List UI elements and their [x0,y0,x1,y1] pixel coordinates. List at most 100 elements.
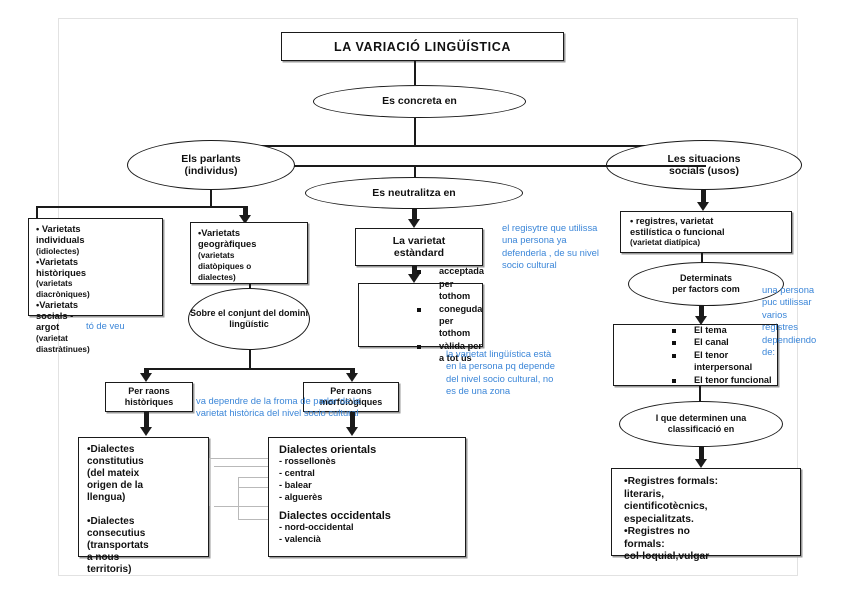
dialecte-oriental-item: - rossellonès [279,456,336,466]
connector-concreta-bus [414,118,416,146]
bridge-line-6 [238,519,281,520]
node-els-parlants: Els parlants (individus) [127,140,295,190]
connector-title-concreta [414,61,416,85]
dialecte-occidental-item: - valencià [279,533,321,544]
arrow-situacions-registres [697,202,709,211]
node-sobre-el-conjunt: Sobre el conjunt del domini lingüístic [188,288,310,350]
connector-situacions-registres-stem [701,190,706,204]
connector-parlants-split [36,206,245,208]
dialectes-geografics-content: Dialectes orientals - rossellonès - cent… [279,444,391,546]
connector-estandard-list-stem [412,266,417,276]
box-dialectes-tipus: •Dialectes constitutius (del mateix orig… [78,437,209,575]
dialecte-oriental-item: - alguerès [279,491,323,502]
arrow-dialectes-tipus [140,427,152,436]
note-dependre-forma: va dependre de la froma de parlar de la … [196,395,361,419]
connector-dialectes-tipus-stem [144,412,149,429]
arrow-dialectes-geo [346,427,358,436]
arrow-determinats-factors [695,316,707,325]
note-varietat-persona: la varietat lingüística està en la perso… [446,348,555,397]
situacions-line2: socials (usos) [668,165,740,177]
note-registre-persona: el regisytre que utilissa una persona ya… [502,222,599,271]
es-concreta-label: Es concreta en [382,95,457,108]
connector-classificacio-registres-stem [699,447,704,461]
node-es-neutralitza-en: Es neutralitza en [305,177,523,209]
node-es-concreta-en: Es concreta en [313,85,526,118]
connector-parlants-down [210,190,212,207]
factor-item: El tenor interpersonal [664,349,777,374]
bridge-line-2 [214,466,281,467]
box-dialectes-geografics: Dialectes orientals - rossellonès - cent… [268,437,466,557]
factor-item: El tema [664,324,777,336]
registres-finals-text: •Registres formals: literaris, cientific… [624,476,719,563]
bridge-vertical-2 [238,477,239,519]
connector-registres-determinats [701,253,703,267]
varietat-estandard-line2: estàndard [393,247,445,259]
arrow-geografiques [239,215,251,224]
connector-geografiques-stem [243,206,248,217]
arrow-varietat-estandard [408,219,420,228]
bridge-line-5 [214,506,281,507]
node-classificacio: I que determinen una classificació en [619,401,783,447]
els-parlants-line1: Els parlants [181,152,241,165]
box-varietat-estandard: La varietat estàndard [355,228,483,266]
box-estandard-atributs: acceptada per tothom coneguda per tothom… [358,266,484,363]
bridge-line-3 [238,477,281,478]
es-neutralitza-label: Es neutralitza en [372,186,456,199]
varietat-estandard-line1: La varietat [392,234,446,247]
title-text: LA VARIACIÓ LINGÜÍSTICA [334,39,511,54]
connector-sobre-down [249,350,251,369]
bridge-vertical-1 [209,458,210,506]
bridge-line-1 [209,458,281,459]
els-parlants-line2: (individus) [184,165,238,177]
dialecte-oriental-item: - central [279,467,315,478]
raons-morfologiques-line1: Per raons [330,386,372,397]
node-determinats-per-factors: Determinats per factors com [628,262,784,306]
dialecte-oriental-item: - balear [279,479,312,490]
box-per-raons-morfologiques: Per raons morfològiques [303,382,399,412]
registres-varietat-text: • registres, varietat estilística o func… [630,215,725,248]
raons-morfologiques-line2: morfològiques [319,397,383,407]
connector-individuals-drop [36,206,38,218]
box-per-raons-historiques: Per raons històriques [105,382,193,412]
connector-bus-horizontal [192,145,704,147]
determinats-line1: Determinats [679,273,733,284]
estandard-atributs-list: acceptada per tothom coneguda per tothom… [369,265,484,364]
box-registres-finals: •Registres formals: literaris, cientific… [611,468,801,562]
connector-parlants-neutralitza [294,165,706,167]
dialectes-orientals-title: Dialectes orientals [279,444,377,456]
connector-factors-classificacio [699,386,701,405]
connector-dialectes-geo-stem [350,412,355,429]
dialectes-tipus-text: •Dialectes constitutius (del mateix orig… [87,444,149,575]
estandard-atribut-item: coneguda per tothom [409,303,484,340]
varietats-geografiques-text: •Varietats geogràfiques (varietats diatò… [198,228,257,282]
determinats-line2: per factors com [672,284,740,294]
node-title: LA VARIACIÓ LINGÜÍSTICA [281,32,564,61]
connector-raons-split [146,368,352,370]
connector-neutralitza-drop [414,165,416,185]
estandard-atribut-item: acceptada per tothom [409,265,484,302]
box-varietats-geografiques: •Varietats geogràfiques (varietats diatò… [190,222,308,284]
bridge-line-4 [238,487,281,488]
arrow-classificacio-registres [695,459,707,468]
box-factors: El tema El canal El tenor interpersonal … [613,324,778,386]
factor-item: El canal [664,336,777,348]
dialectes-occidentals-title: Dialectes occidentals [279,509,391,522]
note-to-de-veu: tó de veu [86,320,125,331]
arrow-estandard-list [408,274,420,283]
sobre-conjunt-label: Sobre el conjunt del domini lingüístic [189,308,308,329]
varietats-individuals-text: • Varietats individuals (idiolectes) •Va… [36,224,90,354]
classificacio-label: I que determinen una classificació en [655,413,747,434]
box-registres-varietat: • registres, varietat estilística o func… [620,211,792,253]
estandard-atribut-item: vàlida per a tot ús [409,340,484,365]
connector-raons-hist-stem [144,368,149,375]
dialecte-occidental-item: - nord-occidental [279,521,354,532]
raons-historiques-line2: històriques [124,397,174,407]
situacions-line1: Les situacions [667,152,741,165]
connector-raons-morf-stem [350,368,355,375]
arrow-raons-morfologiques [346,373,358,382]
connector-estandard-stem [412,209,417,221]
note-persona-registres: una persona puc utilissar varios registr… [762,284,817,358]
connector-determinats-factors-stem [699,306,704,318]
factors-list: El tema El canal El tenor interpersonal … [624,324,777,386]
